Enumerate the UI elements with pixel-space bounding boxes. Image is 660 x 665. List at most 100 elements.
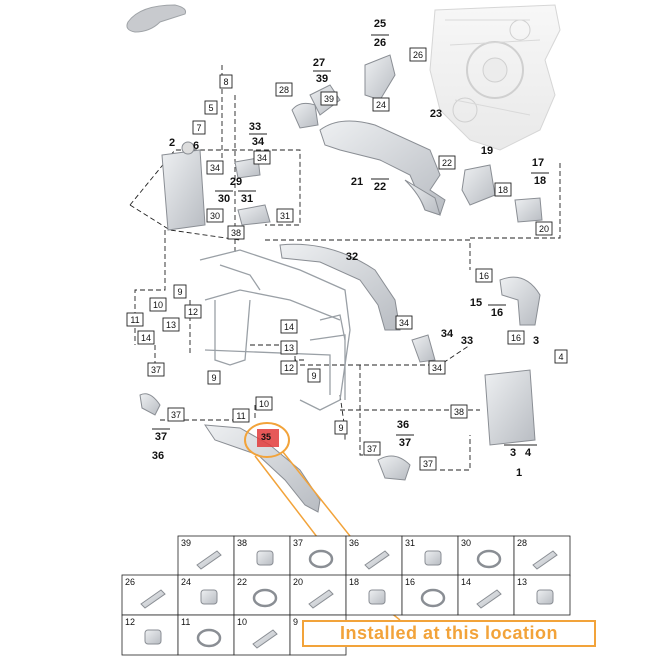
- bolt-icon: [364, 550, 390, 570]
- parts-table-cell: 36: [345, 535, 403, 577]
- callout-box: 14: [280, 319, 298, 334]
- callout-box: 7: [192, 120, 206, 135]
- bold-part-number: 27: [313, 57, 325, 69]
- callout-label: 10: [259, 399, 269, 409]
- callout-box: 26: [409, 47, 427, 62]
- cell-part-number: 10: [237, 617, 247, 627]
- callout-label: 38: [231, 228, 241, 238]
- callout-box: 20: [535, 221, 553, 236]
- parts-table-cell: 31: [401, 535, 459, 577]
- bold-part-number: 25: [374, 18, 386, 30]
- bold-part-number: 15: [470, 297, 482, 309]
- nut-icon: [368, 589, 386, 605]
- callout-label: 7: [196, 123, 201, 133]
- annotation-label: Installed at this location: [302, 620, 596, 647]
- cell-part-number: 22: [237, 577, 247, 587]
- callout-label: 35: [261, 432, 271, 442]
- bold-part-number: 16: [491, 307, 503, 319]
- annotation-circle: [244, 422, 290, 458]
- callout-box: 11: [126, 312, 144, 327]
- callout-box: 39: [320, 91, 338, 106]
- callout-label: 22: [442, 158, 452, 168]
- cell-part-number: 18: [349, 577, 359, 587]
- parts: [139, 54, 543, 513]
- callout-label: 26: [413, 50, 423, 60]
- bolt-icon: [476, 589, 502, 609]
- bold-part-number: 37: [399, 437, 411, 449]
- callout-label: 16: [479, 271, 489, 281]
- bold-part-number: 32: [346, 251, 358, 263]
- callout-label: 13: [166, 320, 176, 330]
- bold-part-number: 36: [397, 419, 409, 431]
- bold-part-number: 3: [533, 335, 539, 347]
- callout-box: 37: [419, 456, 437, 471]
- parts-table-cell: 14: [457, 574, 515, 616]
- parts-table-cell: 38: [233, 535, 291, 577]
- cell-part-number: 24: [181, 577, 191, 587]
- callout-box: 34: [253, 150, 271, 165]
- parts-table-cell: 11: [177, 614, 235, 656]
- parts-table-cell: 30: [457, 535, 515, 577]
- callout-box: 8: [219, 74, 233, 89]
- callout-box: 9: [334, 420, 348, 435]
- bold-part-number: 17: [532, 157, 544, 169]
- callout-label: 14: [284, 322, 294, 332]
- callout-box: 10: [255, 396, 273, 411]
- callout-label: 9: [177, 287, 182, 297]
- cell-part-number: 13: [517, 577, 527, 587]
- clamp-icon: [252, 588, 278, 608]
- parts-table-cell: 24: [177, 574, 235, 616]
- parts-table-cell: 20: [289, 574, 347, 616]
- callout-label: 11: [236, 411, 245, 421]
- bold-part-number: 29: [230, 176, 242, 188]
- cell-part-number: 36: [349, 538, 359, 548]
- nut-icon: [536, 589, 554, 605]
- highlight-marker: [257, 429, 279, 447]
- nut-icon: [144, 629, 162, 645]
- parts-table-cell: 13: [513, 574, 571, 616]
- bold-part-number: 33: [461, 335, 473, 347]
- cell-part-number: 11: [181, 617, 190, 627]
- parts-table-cell: 39: [177, 535, 235, 577]
- callout-label: 24: [376, 100, 386, 110]
- callout-label: 34: [399, 318, 409, 328]
- callout-label: 12: [284, 363, 294, 373]
- bold-part-number: 21: [351, 176, 363, 188]
- cell-part-number: 14: [461, 577, 471, 587]
- callout-label: 8: [223, 77, 228, 87]
- callout-box: 24: [372, 97, 390, 112]
- nut-icon: [256, 550, 274, 566]
- callout-label: 9: [338, 423, 343, 433]
- cell-part-number: 26: [125, 577, 135, 587]
- callout-box: 9: [207, 370, 221, 385]
- callout-box: 38: [227, 225, 245, 240]
- callout-label: 39: [324, 94, 334, 104]
- bold-part-number: 2: [169, 137, 175, 149]
- bolt-icon: [532, 550, 558, 570]
- callout-box: 18: [494, 182, 512, 197]
- callout-label: 11: [130, 315, 139, 325]
- callout-box: 9: [173, 284, 187, 299]
- callout-box: 9: [307, 368, 321, 383]
- callout-label: 12: [188, 307, 198, 317]
- clamp-icon: [308, 549, 334, 569]
- callout-box: 38: [450, 404, 468, 419]
- parts-table-cell: 10: [233, 614, 291, 656]
- callout-label: 14: [141, 333, 151, 343]
- parts-table-cell: 37: [289, 535, 347, 577]
- callout-box: 37: [167, 407, 185, 422]
- callout-label: 18: [498, 185, 508, 195]
- bold-part-number: 30: [218, 193, 230, 205]
- callout-box: 34: [395, 315, 413, 330]
- callout-box: 16: [475, 268, 493, 283]
- callout-box: 14: [137, 330, 155, 345]
- bold-part-number: 1: [516, 467, 522, 479]
- callout-label: 38: [454, 407, 464, 417]
- bold-part-number: 34: [441, 328, 454, 340]
- bold-part-number: 39: [316, 73, 328, 85]
- callout-label: 10: [153, 300, 163, 310]
- callout-label: 4: [558, 352, 563, 362]
- cell-part-number: 38: [237, 538, 247, 548]
